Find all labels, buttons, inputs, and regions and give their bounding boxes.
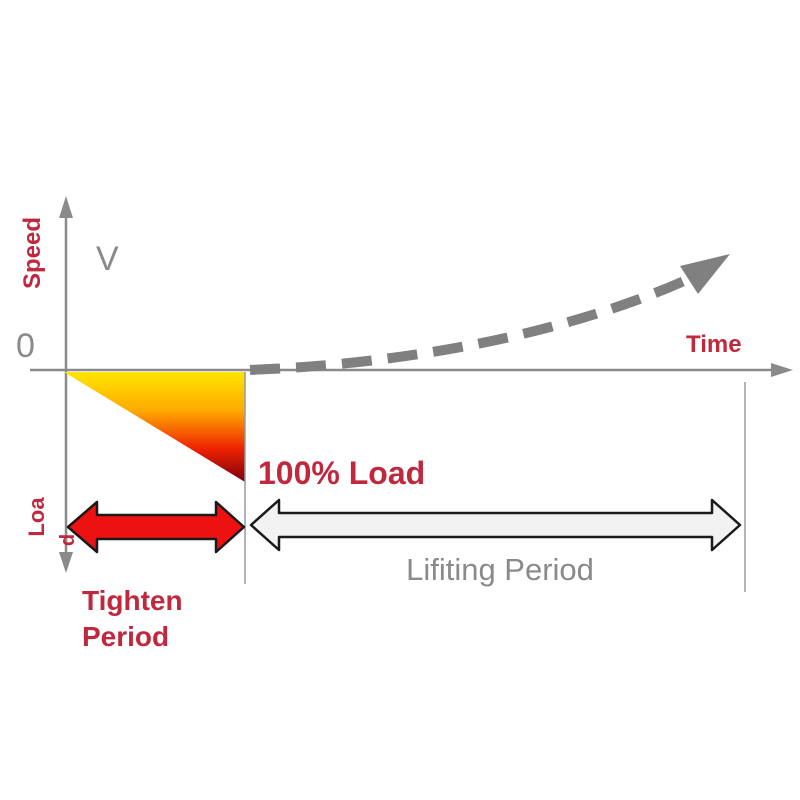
- speed-axis-arrowhead: [59, 196, 73, 218]
- full-load-label: 100% Load: [258, 455, 425, 491]
- tighten-period-arrow: [66, 500, 246, 554]
- load-axis-label: Loa: [24, 497, 49, 537]
- time-axis-arrowhead: [771, 363, 793, 377]
- speed-curve-arrowhead: [680, 254, 730, 294]
- lifting-period-arrow: [249, 498, 742, 552]
- load-axis-arrowhead: [59, 552, 73, 573]
- tighten-period-label-line2: Period: [82, 621, 169, 652]
- load-axis-label-suffix: d: [57, 534, 79, 546]
- speed-curve-dashed: [249, 271, 698, 375]
- speed-axis-label: Speed: [19, 217, 46, 289]
- tighten-period-label-line1: Tighten: [82, 585, 183, 616]
- zero-label: 0: [16, 327, 35, 365]
- speed-symbol: V: [96, 240, 119, 278]
- lifting-period-label: Lifiting Period: [406, 552, 594, 587]
- time-axis-label: Time: [686, 331, 742, 358]
- load-ramp-triangle: [64, 372, 245, 482]
